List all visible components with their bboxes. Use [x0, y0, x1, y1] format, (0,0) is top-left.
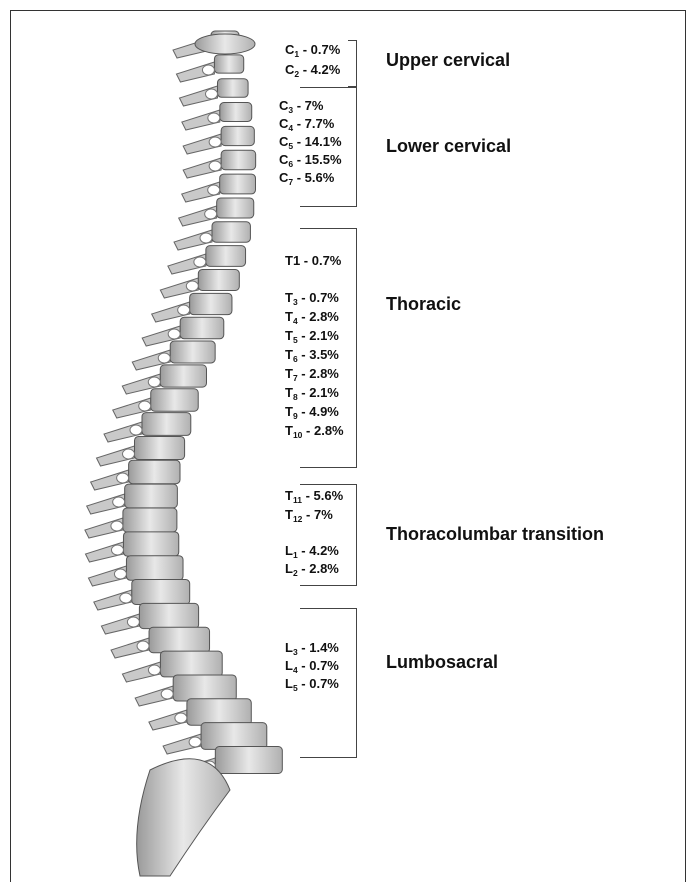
level-label: C7 - 5.6%	[279, 170, 334, 187]
level-label: C3 - 7%	[279, 98, 323, 115]
level-label: C2 - 4.2%	[285, 62, 340, 79]
level-label: T9 - 4.9%	[285, 404, 339, 421]
level-label: T6 - 3.5%	[285, 347, 339, 364]
region-upper-cervical: Upper cervical	[386, 50, 510, 71]
region-lower-cervical: Lower cervical	[386, 136, 511, 157]
level-label: T5 - 2.1%	[285, 328, 339, 345]
level-label: C1 - 0.7%	[285, 42, 340, 59]
bracket-upper-cervical	[348, 40, 357, 87]
level-label: T8 - 2.1%	[285, 385, 339, 402]
region-lumbosacral: Lumbosacral	[386, 652, 498, 673]
level-label: L3 - 1.4%	[285, 640, 339, 657]
level-label: T12 - 7%	[285, 507, 333, 524]
level-label: T11 - 5.6%	[285, 488, 343, 505]
level-label: T7 - 2.8%	[285, 366, 339, 383]
level-label: C5 - 14.1%	[279, 134, 342, 151]
level-label: L1 - 4.2%	[285, 543, 339, 560]
level-label: L5 - 0.7%	[285, 676, 339, 693]
level-label: T4 - 2.8%	[285, 309, 339, 326]
level-label: C6 - 15.5%	[279, 152, 342, 169]
region-thoracolumbar-transition: Thoracolumbar transition	[386, 524, 604, 545]
level-label: L2 - 2.8%	[285, 561, 339, 578]
level-label: L4 - 0.7%	[285, 658, 339, 675]
level-label: T10 - 2.8%	[285, 423, 344, 440]
level-label: T1 - 0.7%	[285, 253, 341, 269]
level-label: C4 - 7.7%	[279, 116, 334, 133]
region-thoracic: Thoracic	[386, 294, 461, 315]
level-label: T3 - 0.7%	[285, 290, 339, 307]
